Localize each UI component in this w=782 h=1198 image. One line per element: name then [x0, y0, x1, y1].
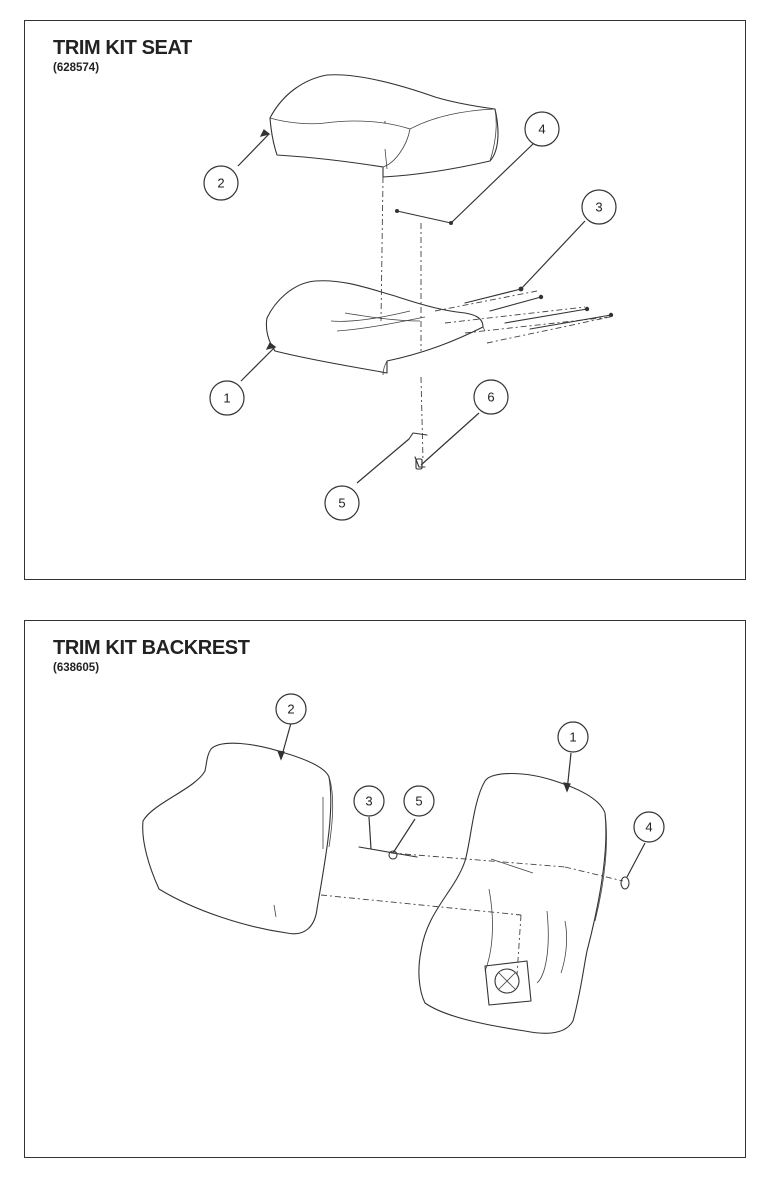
svg-text:5: 5	[415, 794, 422, 809]
seat-exploded-diagram: 2 4 3 1 6 5	[203, 74, 617, 521]
callout-5: 5	[324, 485, 360, 521]
svg-text:4: 4	[538, 122, 545, 137]
backrest-fastener	[620, 876, 630, 890]
svg-text:3: 3	[365, 794, 372, 809]
backrest-rod	[358, 846, 534, 874]
backrest-exploded-diagram: 2 1 3 5 4	[142, 693, 665, 1034]
retaining-rod	[395, 209, 453, 225]
panel-title: TRIM KIT BACKREST	[53, 637, 250, 659]
clip-and-screw	[408, 432, 428, 470]
svg-text:4: 4	[645, 820, 652, 835]
svg-text:6: 6	[487, 390, 494, 405]
backrest-frame	[418, 773, 607, 1034]
callout-5: 5	[403, 785, 435, 817]
fastener-pins	[464, 286, 614, 330]
seat-cushion-upper	[269, 74, 499, 178]
panel-title: TRIM KIT SEAT	[53, 37, 192, 59]
backrest-cover	[142, 742, 334, 935]
callout-4: 4	[633, 811, 665, 843]
svg-text:3: 3	[595, 200, 602, 215]
svg-text:2: 2	[287, 702, 294, 717]
callout-2: 2	[203, 165, 239, 201]
callout-4: 4	[524, 111, 560, 147]
callout-3: 3	[353, 785, 385, 817]
part-number: (628574)	[53, 62, 100, 74]
part-number: (638605)	[53, 662, 100, 674]
svg-text:2: 2	[217, 176, 224, 191]
callout-1: 1	[557, 721, 589, 753]
svg-text:1: 1	[223, 391, 230, 406]
callout-6: 6	[473, 379, 509, 415]
callout-2: 2	[275, 693, 307, 725]
svg-text:1: 1	[569, 730, 576, 745]
trim-kit-backrest-panel: TRIM KIT BACKREST (638605)	[24, 620, 746, 1158]
trim-kit-seat-panel: TRIM KIT SEAT (628574)	[24, 20, 746, 580]
callout-3: 3	[581, 189, 617, 225]
svg-text:5: 5	[338, 496, 345, 511]
callout-1: 1	[209, 380, 245, 416]
seat-cushion-lower	[265, 280, 486, 376]
